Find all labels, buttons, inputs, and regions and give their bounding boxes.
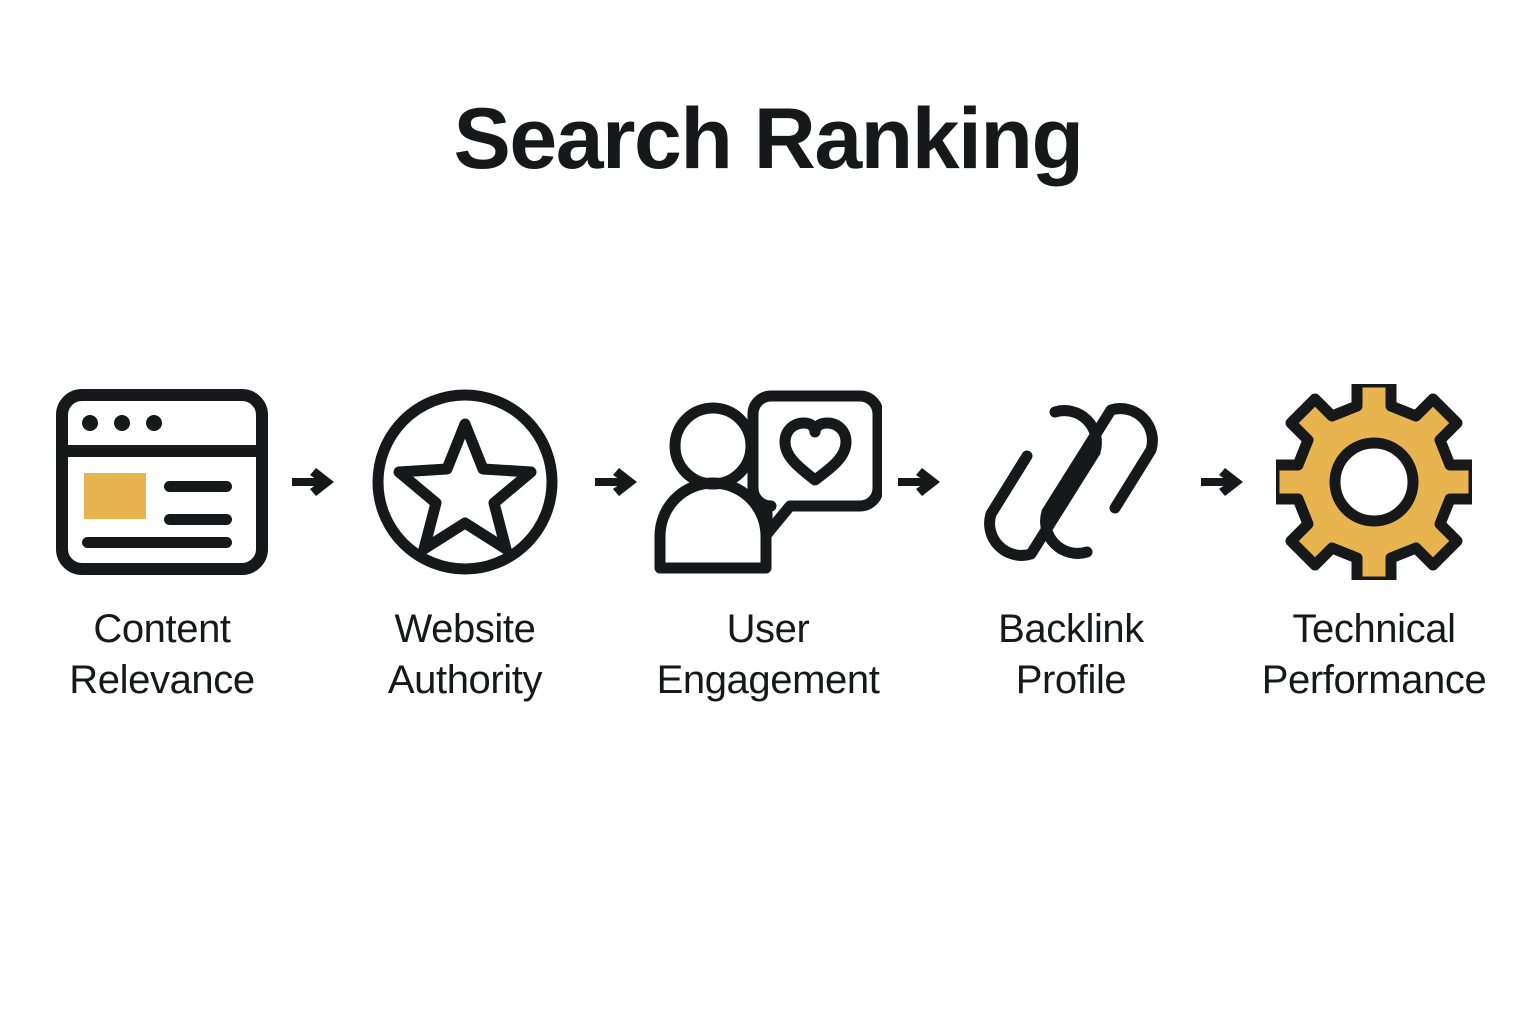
user-with-heart-speech-bubble-icon [654, 382, 882, 582]
step-backlink-profile: Backlink Profile [965, 382, 1177, 706]
step-technical-performance: Technical Performance [1262, 382, 1487, 706]
flow-arrow-3-icon [892, 382, 948, 582]
flow-arrow-4-icon [1195, 382, 1251, 582]
step-content-relevance: Content Relevance [56, 382, 268, 706]
gear-icon [1276, 382, 1472, 582]
star-in-circle-icon [370, 382, 560, 582]
browser-window-icon [56, 382, 268, 582]
flow-arrow-1-icon [286, 382, 342, 582]
step-user-engagement: User Engagement [654, 382, 882, 706]
flow-arrow-2-icon [589, 382, 645, 582]
step-label: Website Authority [387, 607, 543, 703]
step-label: Technical Performance [1261, 607, 1487, 703]
step-website-authority: Website Authority [359, 382, 571, 706]
page-title: Search Ranking [453, 91, 1085, 187]
step-label: Backlink Profile [998, 607, 1144, 703]
step-label: Content Relevance [69, 607, 255, 703]
chain-link-icon [983, 382, 1159, 582]
step-label: User Engagement [656, 607, 880, 703]
process-flow: Content Relevance Website Authority [56, 382, 1487, 706]
